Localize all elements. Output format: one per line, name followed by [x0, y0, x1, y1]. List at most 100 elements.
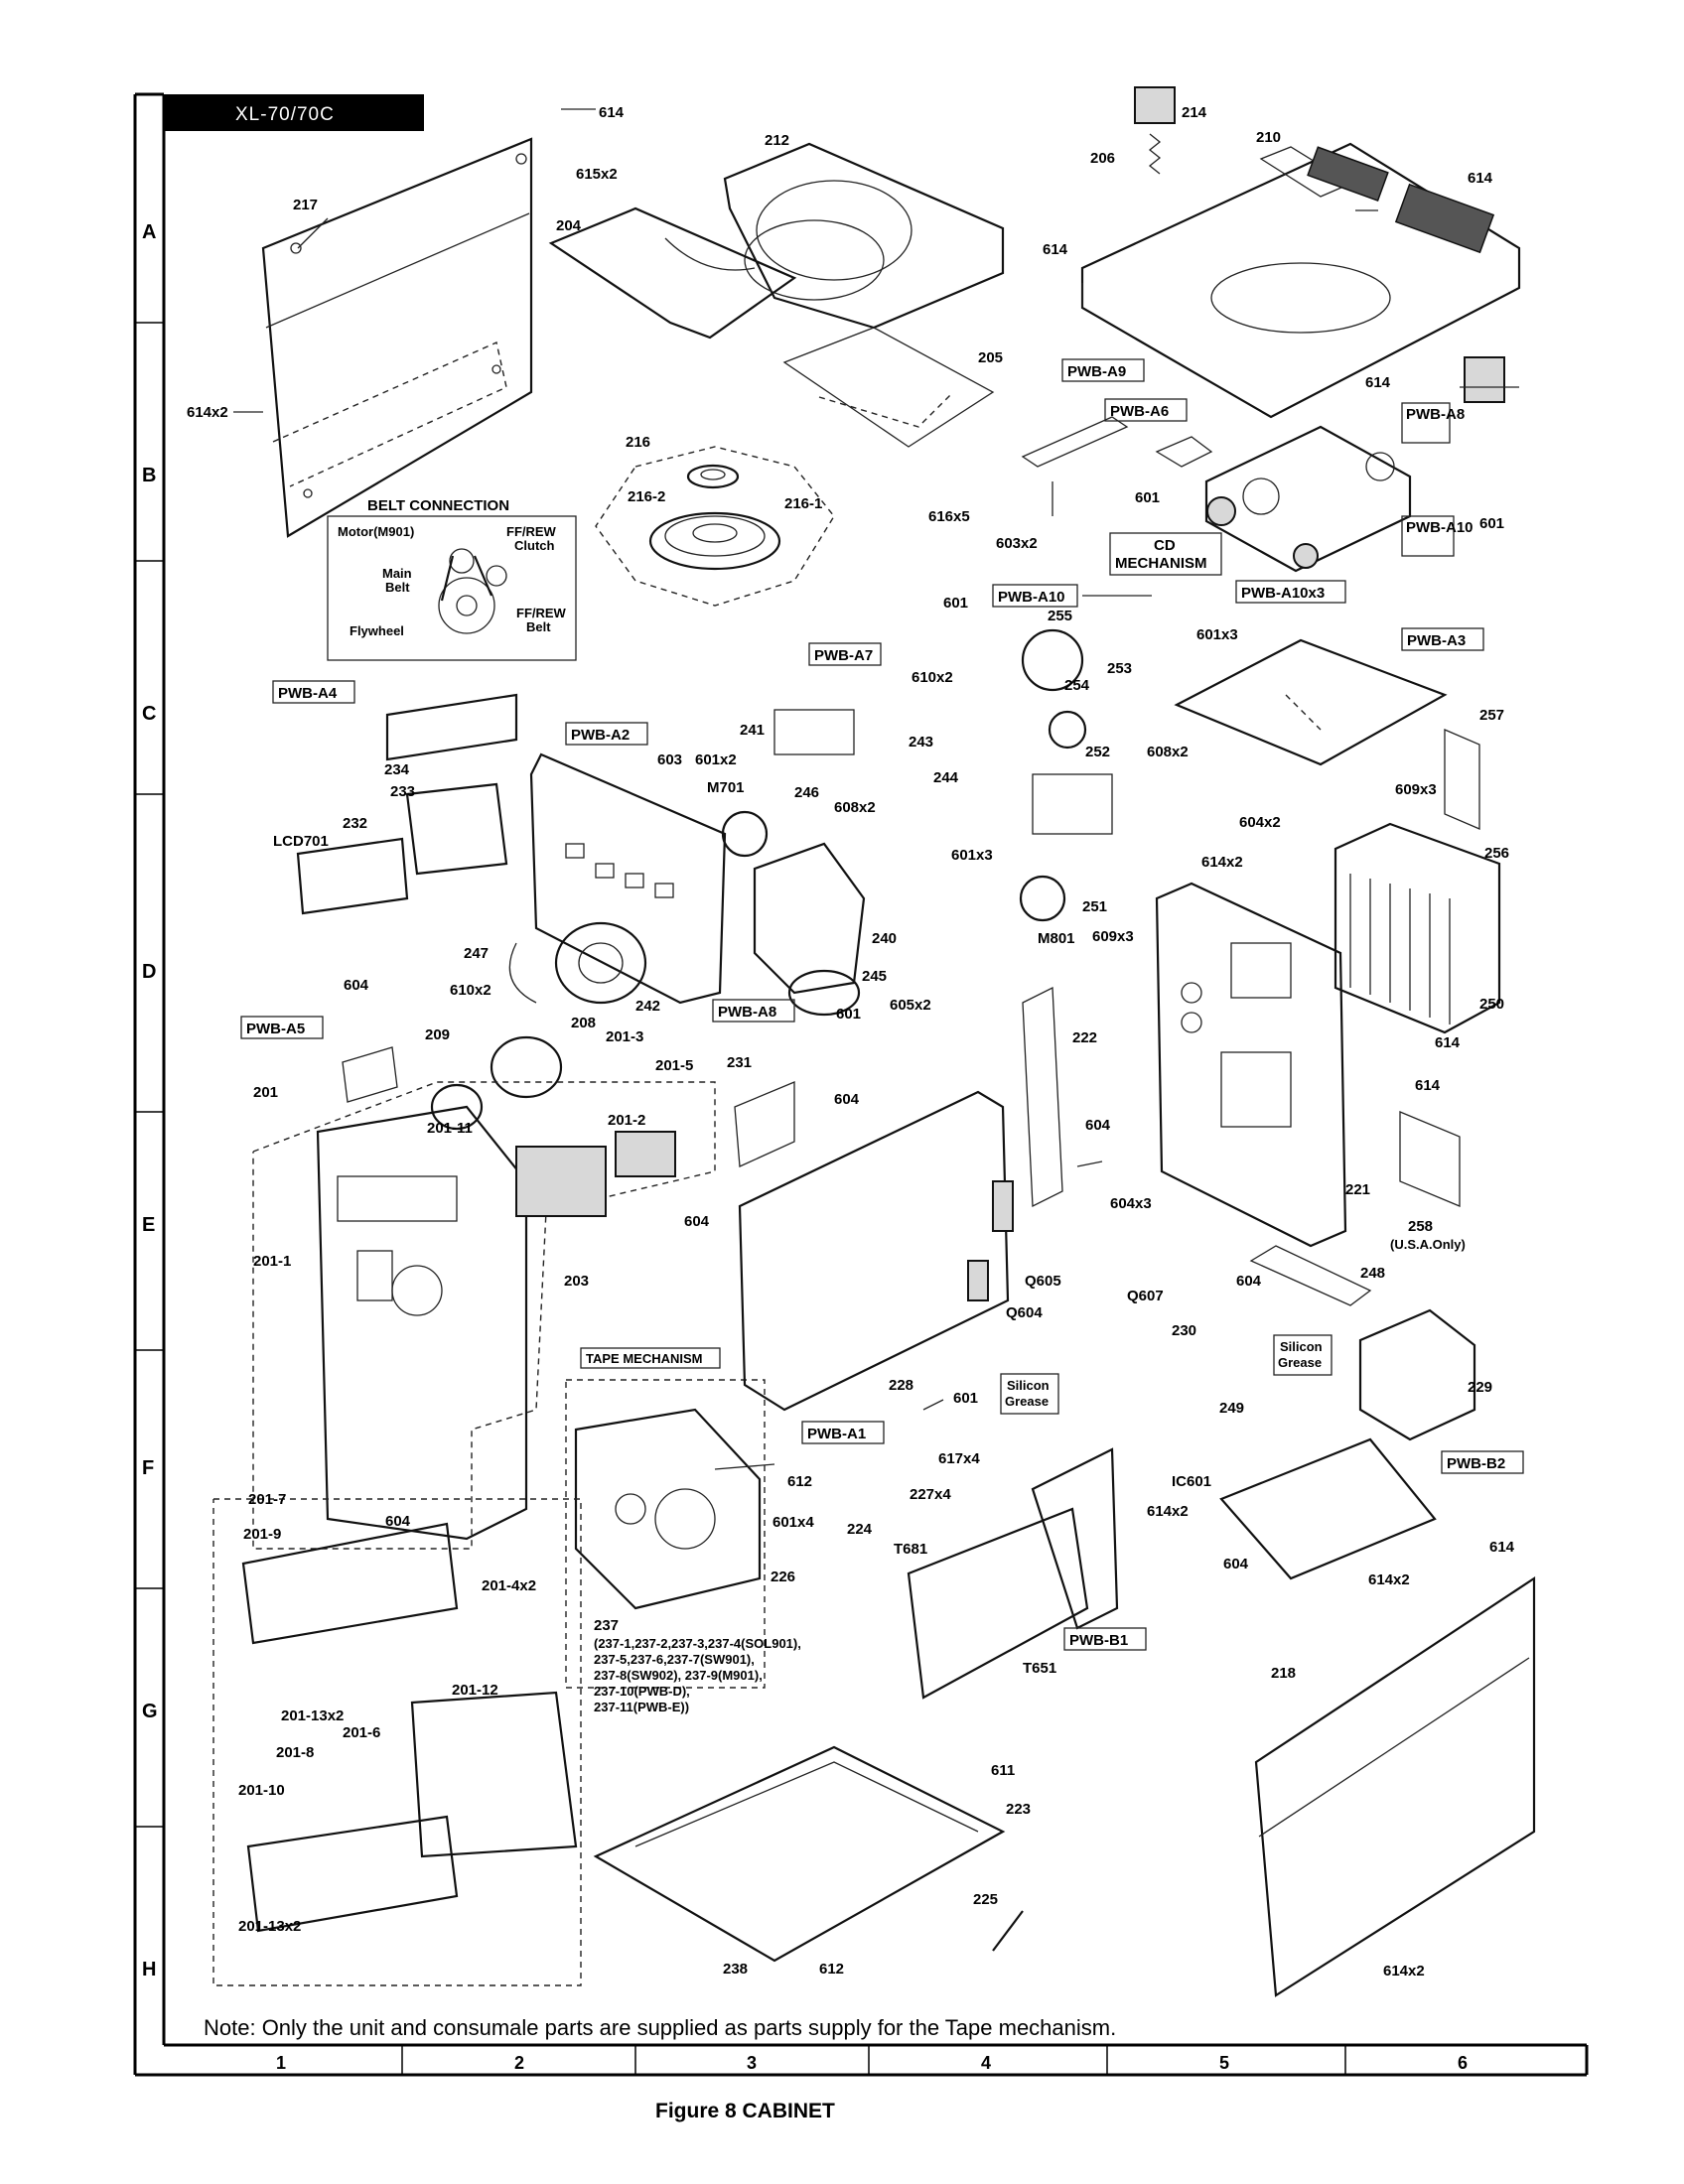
label-pwb-a10-right: PWB-A10 [1406, 519, 1474, 536]
callout-601x3-b: 601x3 [951, 847, 993, 864]
callout-601-a6: 601 [1135, 489, 1160, 506]
row-label-g: G [142, 1701, 158, 1722]
boxed-labels: PWB-A9 PWB-A6 PWB-A8 PWB-A10 CD MECHANIS… [240, 358, 1524, 1651]
callout-205: 205 [978, 349, 1003, 366]
part-216-disc-tray [595, 446, 835, 607]
callout-248: 248 [1360, 1265, 1385, 1282]
callout-610x2-b: 610x2 [450, 982, 491, 999]
callout-m801: M801 [1038, 930, 1075, 947]
callout-218: 218 [1271, 1665, 1296, 1682]
part-pwb-a1-chassis-board [738, 1090, 1014, 1412]
callout-221: 221 [1345, 1181, 1370, 1198]
callout-m701: M701 [707, 779, 745, 796]
row-letters: A B C D E F G H [142, 221, 158, 1980]
callout-614-f: 614 [1415, 1077, 1441, 1094]
callout-610x2-a7: 610x2 [912, 669, 953, 686]
row-label-f: F [142, 1457, 154, 1479]
supply-note: Note: Only the unit and consumale parts … [204, 2015, 1116, 2040]
callout-604-e: 604 [1236, 1273, 1262, 1290]
callout-201-2: 201-2 [608, 1112, 645, 1129]
callout-603: 603 [657, 751, 682, 768]
label-pwb-a6: PWB-A6 [1110, 403, 1169, 420]
callout-251: 251 [1082, 898, 1107, 915]
callout-q607: Q607 [1127, 1288, 1164, 1304]
label-pwb-a2: PWB-A2 [571, 727, 630, 744]
callout-614-top-right: 614 [1468, 170, 1493, 187]
part-pwb-a5 [342, 1046, 398, 1103]
part-258-label [1399, 1111, 1461, 1207]
callout-253: 253 [1107, 660, 1132, 677]
callout-231: 231 [727, 1054, 752, 1071]
label-pwb-a4: PWB-A4 [278, 685, 338, 702]
callout-lcd701: LCD701 [273, 833, 329, 850]
callout-616x5: 616x5 [928, 508, 970, 525]
part-205-shield [782, 327, 995, 448]
row-label-d: D [142, 961, 156, 983]
part-257-sheet [1444, 729, 1480, 830]
callout-201-5: 201-5 [655, 1057, 693, 1074]
callout-t681: T681 [894, 1541, 927, 1558]
part-tape-mechanism [565, 1379, 766, 1689]
callout-243: 243 [909, 734, 933, 751]
column-label-4: 4 [981, 2053, 991, 2073]
callout-204: 204 [556, 217, 582, 234]
part-pwb-a3 [1174, 638, 1448, 766]
callout-601-gear: 601 [943, 595, 968, 612]
label-silicon-1: Silicon [1007, 1378, 1050, 1393]
callout-ic601: IC601 [1172, 1473, 1211, 1490]
label-pwb-a7: PWB-A7 [814, 647, 873, 664]
part-pwb-b2 [1219, 1437, 1437, 1580]
callout-229: 229 [1468, 1379, 1492, 1396]
callout-201-10: 201-10 [238, 1782, 285, 1799]
callout-216-1: 216-1 [784, 495, 822, 512]
callout-230: 230 [1172, 1322, 1196, 1339]
label-tape-mechanism: TAPE MECHANISM [586, 1351, 702, 1366]
callout-604-b: 604 [834, 1091, 860, 1108]
callout-222: 222 [1072, 1029, 1097, 1046]
callout-605x2: 605x2 [890, 997, 931, 1014]
belt-connection-inset: BELT CONNECTION Motor(M901) FF/REW Clutc… [327, 497, 577, 661]
callout-604-g: 604 [385, 1513, 411, 1530]
callout-247: 247 [464, 945, 489, 962]
callout-201-6: 201-6 [343, 1724, 380, 1741]
column-label-1: 1 [276, 2053, 286, 2073]
callout-257: 257 [1479, 707, 1504, 724]
part-201-11-switch-board [515, 1131, 676, 1217]
callout-238: 238 [723, 1961, 748, 1978]
part-240-to-246-gears [721, 628, 1113, 1017]
callout-601x2: 601x2 [695, 751, 737, 768]
callout-237-line-2: 237-5,237-6,237-7(SW901), [594, 1652, 755, 1667]
part-234-233-232-display [296, 693, 518, 915]
callout-614x2-e: 614x2 [1383, 1963, 1425, 1979]
callout-232: 232 [343, 815, 367, 832]
column-label-5: 5 [1219, 2053, 1229, 2073]
callout-223: 223 [1006, 1801, 1031, 1818]
label-pwb-a9: PWB-A9 [1067, 363, 1126, 380]
row-label-c: C [142, 703, 156, 725]
part-218-side-panel [1254, 1575, 1536, 1997]
callout-201-3: 201-3 [606, 1028, 643, 1045]
callout-609x3-a: 609x3 [1092, 928, 1134, 945]
belt-ffrew-clutch-label-1: FF/REW [506, 524, 557, 539]
column-numbers: 1 2 3 4 5 6 [276, 2053, 1468, 2073]
part-223-bottom-chassis [593, 1745, 1006, 1963]
label-pwb-a10: PWB-A10 [998, 589, 1065, 606]
callout-233: 233 [390, 783, 415, 800]
part-214-206-switch [1134, 86, 1176, 175]
part-247-242-208-209-knobs [430, 921, 647, 1131]
column-label-6: 6 [1458, 2053, 1468, 2073]
callout-614x2-d: 614x2 [1368, 1571, 1410, 1588]
callout-234: 234 [384, 761, 410, 778]
callout-240: 240 [872, 930, 897, 947]
callout-208: 208 [571, 1015, 596, 1031]
callout-224: 224 [847, 1521, 873, 1538]
callout-604x3: 604x3 [1110, 1195, 1152, 1212]
part-callouts: 217 614 614x2 615x2 204 212 205 616x5 21… [187, 104, 1515, 1979]
callout-246: 246 [794, 784, 819, 801]
callout-604-a: 604 [344, 977, 369, 994]
column-label-2: 2 [514, 2053, 524, 2073]
callout-237-line-1: (237-1,237-2,237-3,237-4(SOL901), [594, 1636, 801, 1651]
callout-601-d: 601 [836, 1006, 861, 1023]
callout-214: 214 [1182, 104, 1207, 121]
callout-615x2: 615x2 [576, 166, 618, 183]
